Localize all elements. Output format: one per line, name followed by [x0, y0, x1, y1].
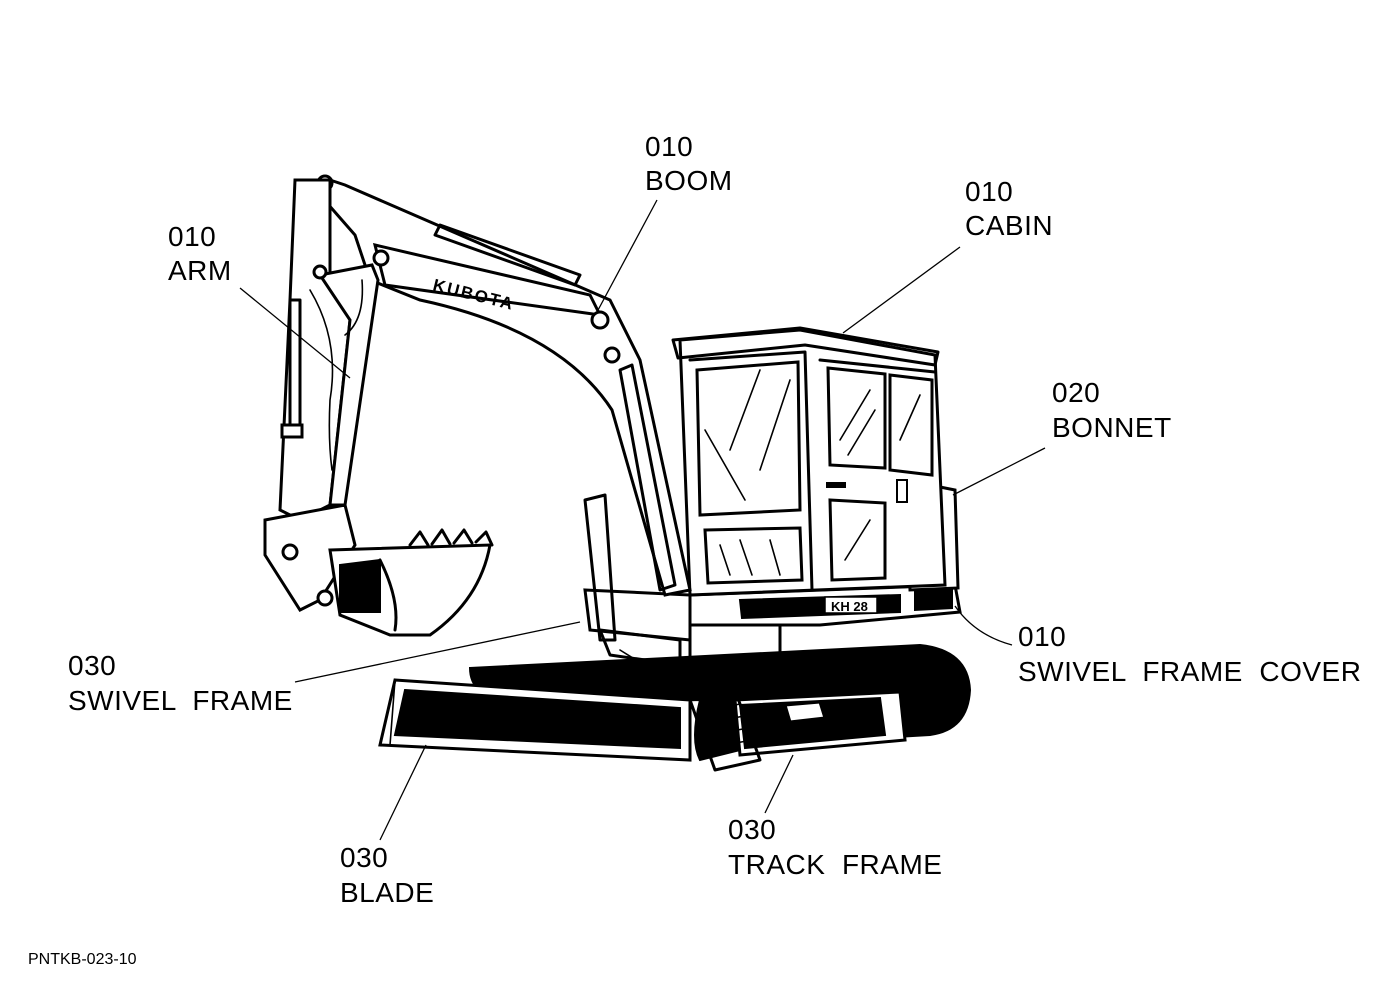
- callout-swivel-frame: 030 SWIVEL FRAME: [68, 650, 293, 716]
- callout-track-frame-name: TRACK FRAME: [728, 849, 942, 880]
- callout-track-frame: 030 TRACK FRAME: [728, 814, 942, 880]
- leader-blade: [379, 744, 427, 841]
- callout-arm-code: 010: [168, 221, 216, 252]
- leader-lines: [239, 199, 1046, 841]
- leader-arm: [239, 287, 351, 379]
- callout-cabin-name: CABIN: [965, 210, 1053, 241]
- leader-bonnet: [952, 447, 1046, 496]
- callout-boom-code: 010: [645, 131, 693, 162]
- callout-bonnet-name: BONNET: [1052, 412, 1172, 443]
- callout-swivel-frame-name: SWIVEL FRAME: [68, 685, 293, 716]
- callout-bonnet-code: 020: [1052, 377, 1100, 408]
- model-badge: KH 28: [831, 599, 868, 614]
- callout-bonnet: 020 BONNET: [1052, 377, 1172, 443]
- callout-boom: 010 BOOM: [645, 131, 733, 196]
- leader-boom: [596, 199, 658, 313]
- callout-blade-name: BLADE: [340, 877, 434, 908]
- callout-cabin-code: 010: [965, 176, 1013, 207]
- callout-swivel-frame-code: 030: [68, 650, 116, 681]
- callout-cabin: 010 CABIN: [965, 176, 1053, 241]
- leader-track-frame: [764, 754, 794, 814]
- boom: KUBOTA: [316, 174, 692, 642]
- leader-swivel-frame-cover: [954, 605, 1013, 646]
- callout-boom-name: BOOM: [645, 165, 733, 196]
- callout-track-frame-code: 030: [728, 814, 776, 845]
- bucket: [263, 503, 494, 637]
- callout-arm-name: ARM: [168, 255, 232, 286]
- cabin: [671, 326, 947, 597]
- callout-blade-code: 030: [340, 842, 388, 873]
- swivel-frame-cover: KH 28: [688, 583, 962, 627]
- callout-swivel-frame-cover-code: 010: [1018, 621, 1066, 652]
- crawler-track: [468, 643, 972, 772]
- callout-swivel-frame-cover: 010 SWIVEL FRAME COVER: [1018, 621, 1361, 687]
- dozer-blade: [378, 678, 692, 762]
- drawing-reference-code: PNTKB-023-10: [28, 951, 137, 968]
- leader-cabin: [842, 246, 961, 334]
- callout-arm: 010 ARM: [168, 221, 232, 286]
- callout-swivel-frame-cover-name: SWIVEL FRAME COVER: [1018, 656, 1361, 687]
- leader-swivel-frame: [294, 621, 581, 683]
- callout-blade: 030 BLADE: [340, 842, 434, 908]
- excavator-illustration: KH 28: [263, 174, 972, 772]
